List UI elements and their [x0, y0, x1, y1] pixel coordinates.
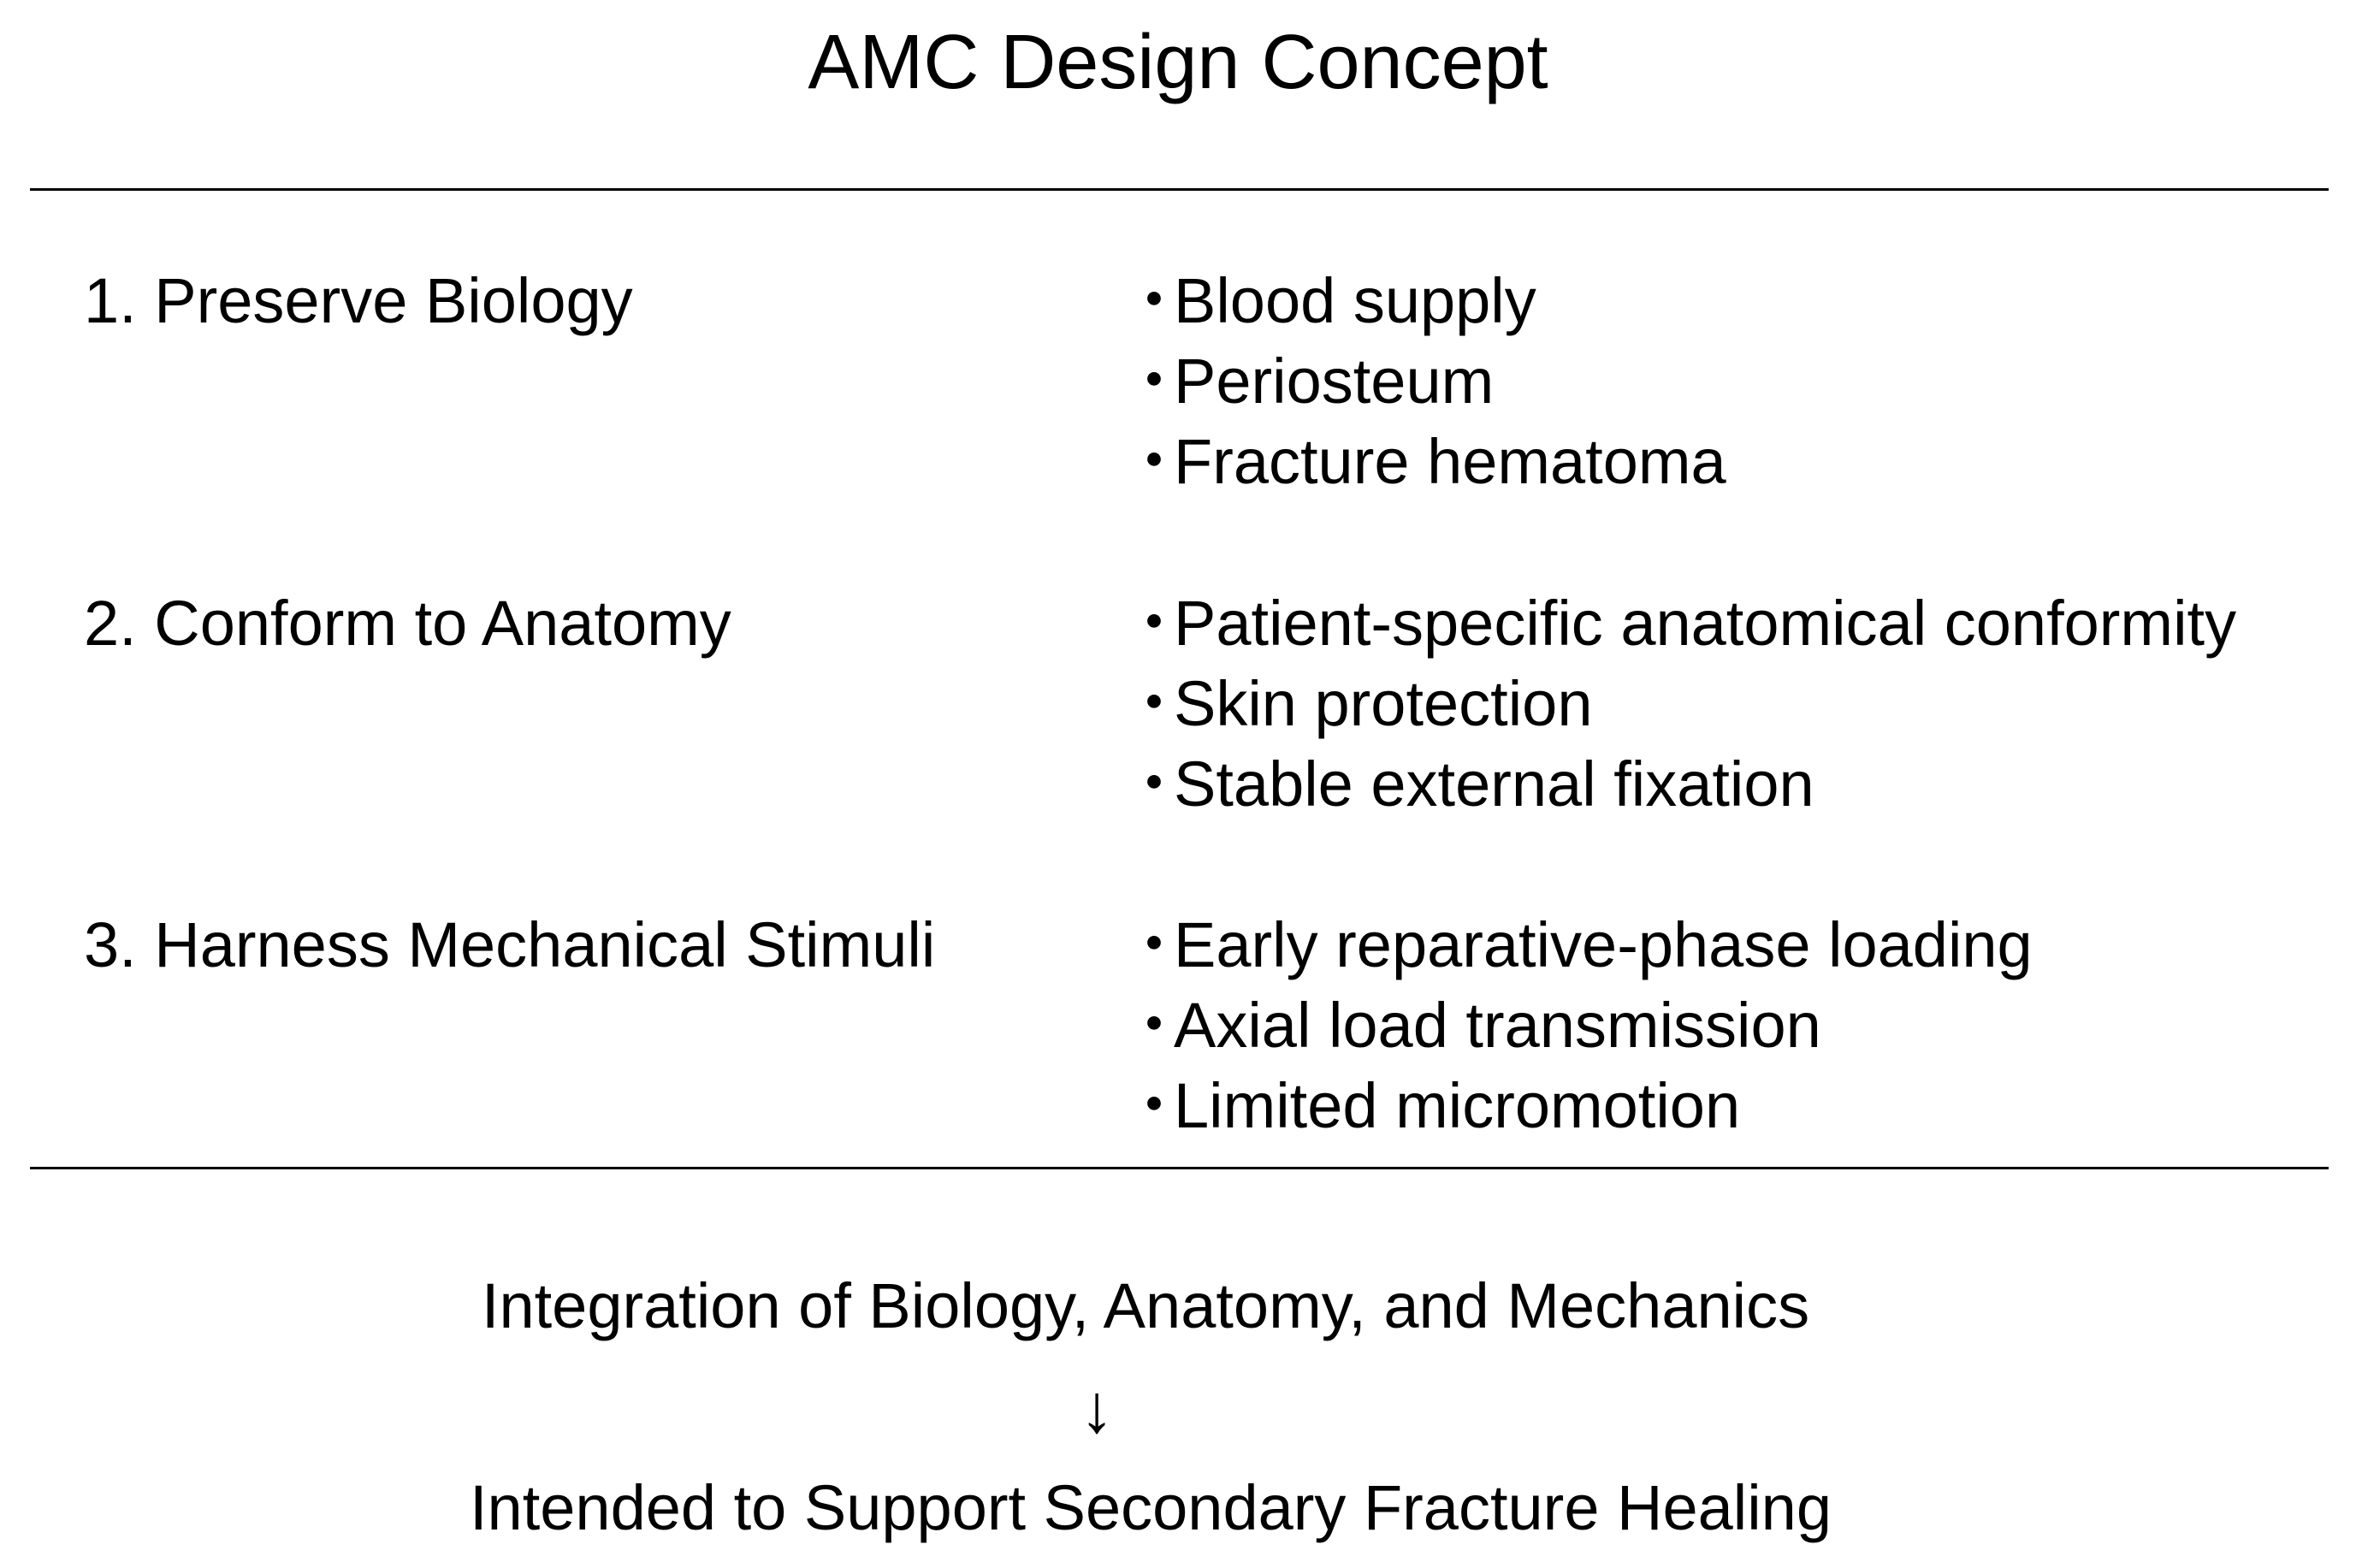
- bullet-icon: ・: [1122, 346, 1186, 417]
- principle-details: ・Blood supply ・Periosteum ・Fracture hema…: [1122, 261, 1726, 502]
- detail-text: Early reparative-phase loading: [1174, 909, 2033, 980]
- bullet-icon: ・: [1122, 990, 1186, 1061]
- detail-item: ・Fracture hematoma: [1122, 422, 1726, 502]
- detail-text: Axial load transmission: [1174, 990, 1821, 1061]
- detail-item: ・Limited micromotion: [1122, 1066, 2033, 1146]
- detail-text: Limited micromotion: [1174, 1070, 1741, 1141]
- top-divider: [30, 188, 2329, 191]
- detail-text: Skin protection: [1174, 668, 1593, 739]
- bottom-divider: [30, 1167, 2329, 1169]
- bullet-icon: ・: [1122, 426, 1186, 497]
- detail-text: Fracture hematoma: [1174, 426, 1726, 497]
- diagram-title: AMC Design Concept: [808, 20, 1548, 105]
- detail-item: ・Axial load transmission: [1122, 985, 2033, 1066]
- detail-text: Blood supply: [1174, 265, 1536, 336]
- detail-text: Stable external fixation: [1174, 748, 1814, 820]
- integration-statement: Integration of Biology, Anatomy, and Mec…: [481, 1270, 1810, 1341]
- principle-details: ・Early reparative-phase loading ・Axial l…: [1122, 905, 2033, 1146]
- bullet-icon: ・: [1122, 748, 1186, 820]
- bullet-icon: ・: [1122, 588, 1186, 659]
- principle-label: 3. Harness Mechanical Stimuli: [84, 909, 936, 980]
- principle-details: ・Patient-specific anatomical conformity …: [1122, 583, 2236, 825]
- detail-item: ・Periosteum: [1122, 341, 1726, 422]
- bullet-icon: ・: [1122, 909, 1186, 980]
- detail-item: ・Early reparative-phase loading: [1122, 905, 2033, 985]
- bullet-icon: ・: [1122, 265, 1186, 336]
- detail-item: ・Patient-specific anatomical conformity: [1122, 583, 2236, 664]
- principle-label: 1. Preserve Biology: [84, 265, 633, 336]
- bullet-icon: ・: [1122, 668, 1186, 739]
- detail-item: ・Skin protection: [1122, 664, 2236, 744]
- bullet-icon: ・: [1122, 1070, 1186, 1141]
- detail-item: ・Stable external fixation: [1122, 744, 2236, 825]
- down-arrow-icon: ↓: [1080, 1370, 1114, 1447]
- detail-text: Periosteum: [1174, 346, 1495, 417]
- detail-item: ・Blood supply: [1122, 261, 1726, 341]
- outcome-statement: Intended to Support Secondary Fracture H…: [470, 1472, 1832, 1543]
- detail-text: Patient-specific anatomical conformity: [1174, 588, 2237, 659]
- principle-label: 2. Conform to Anatomy: [84, 588, 731, 659]
